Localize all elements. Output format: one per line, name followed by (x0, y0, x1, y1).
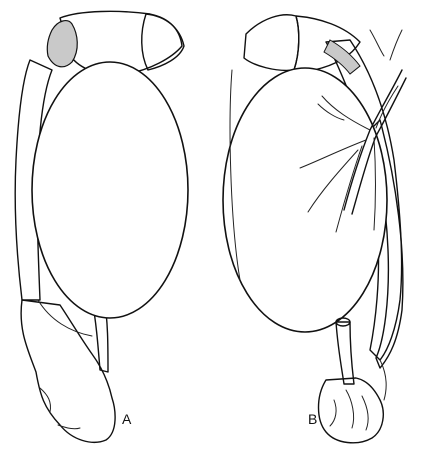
panel-b-gray-band (324, 40, 360, 74)
panel-a: A (15, 11, 188, 442)
panel-b-upper-dotted (244, 15, 299, 71)
panel-b: B (223, 15, 406, 443)
panel-b-epididymis-tail (319, 378, 384, 443)
panel-a-gray-region (47, 21, 77, 67)
panel-a-testis (32, 62, 188, 318)
panel-b-vas-deferens (336, 322, 354, 384)
panel-a-epididymis-tail (21, 300, 115, 442)
panel-b-label: B (308, 411, 317, 427)
panel-a-label: A (122, 411, 132, 427)
panel-b-testis (223, 68, 387, 332)
